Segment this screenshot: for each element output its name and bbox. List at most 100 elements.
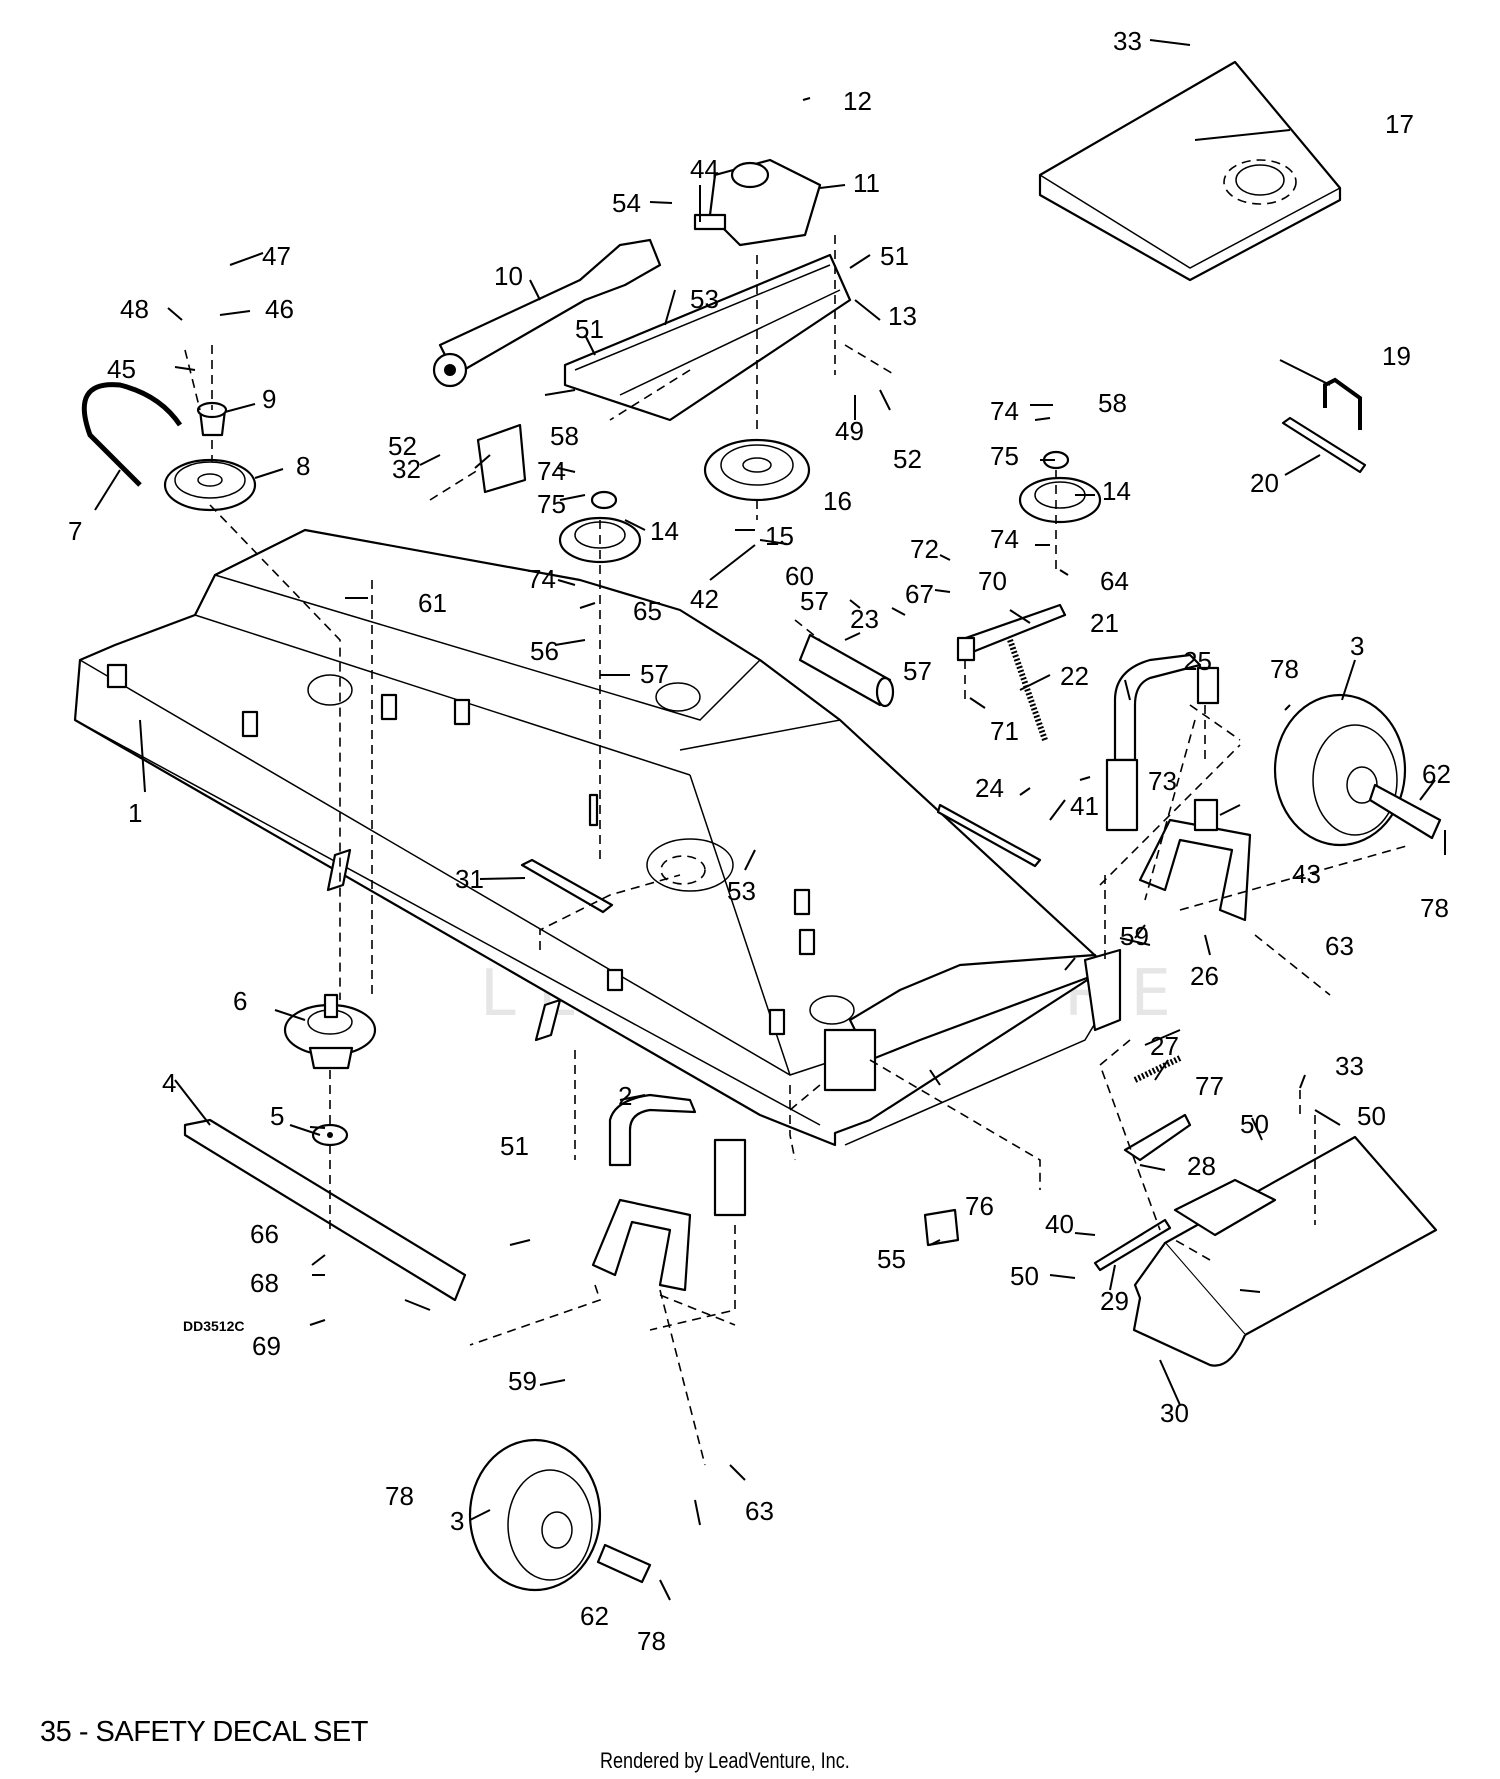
label-6[interactable]: 6 bbox=[233, 986, 247, 1016]
label-76[interactable]: 76 bbox=[965, 1191, 994, 1221]
part-blade-4[interactable] bbox=[183, 1118, 467, 1302]
label-11[interactable]: 11 bbox=[853, 168, 880, 198]
part-caster-arm-25[interactable] bbox=[1105, 653, 1220, 832]
label-48[interactable]: 48 bbox=[120, 294, 149, 324]
label-52[interactable]: 52 bbox=[893, 444, 922, 474]
label-75[interactable]: 75 bbox=[990, 441, 1019, 471]
label-33[interactable]: 33 bbox=[1113, 26, 1142, 56]
label-19[interactable]: 19 bbox=[1382, 341, 1411, 371]
label-57[interactable]: 57 bbox=[903, 656, 932, 686]
label-70[interactable]: 70 bbox=[978, 566, 1007, 596]
part-discharge-chute-30[interactable] bbox=[1132, 1135, 1438, 1367]
label-74[interactable]: 74 bbox=[527, 564, 556, 594]
label-31[interactable]: 31 bbox=[455, 864, 484, 894]
label-43[interactable]: 43 bbox=[1292, 859, 1321, 889]
label-40[interactable]: 40 bbox=[1045, 1209, 1074, 1239]
part-roller-23[interactable] bbox=[798, 633, 895, 708]
label-55[interactable]: 55 bbox=[877, 1244, 906, 1274]
label-9[interactable]: 9 bbox=[262, 384, 276, 414]
label-60[interactable]: 60 bbox=[785, 561, 814, 591]
label-5[interactable]: 5 bbox=[270, 1101, 284, 1131]
label-74[interactable]: 74 bbox=[537, 456, 566, 486]
label-25[interactable]: 25 bbox=[1183, 646, 1212, 676]
label-74[interactable]: 74 bbox=[990, 396, 1019, 426]
label-15[interactable]: 15 bbox=[765, 521, 794, 551]
part-handle-19[interactable] bbox=[1323, 377, 1362, 430]
part-gearbox-11[interactable] bbox=[693, 158, 822, 247]
part-spindle-6[interactable] bbox=[283, 993, 377, 1070]
part-caster-arm-2[interactable] bbox=[608, 1093, 747, 1217]
label-29[interactable]: 29 bbox=[1100, 1286, 1129, 1316]
part-wheel-3-left[interactable] bbox=[468, 1438, 652, 1592]
part-plate-31[interactable] bbox=[520, 858, 614, 914]
part-pulley-16[interactable] bbox=[703, 438, 811, 502]
label-42[interactable]: 42 bbox=[690, 584, 719, 614]
label-64[interactable]: 64 bbox=[1100, 566, 1129, 596]
label-75[interactable]: 75 bbox=[537, 489, 566, 519]
label-59[interactable]: 59 bbox=[1120, 921, 1149, 951]
label-2[interactable]: 2 bbox=[618, 1081, 632, 1111]
label-58[interactable]: 58 bbox=[1098, 388, 1127, 418]
label-54[interactable]: 54 bbox=[612, 188, 641, 218]
part-channel-13[interactable] bbox=[563, 253, 852, 422]
label-33[interactable]: 33 bbox=[1335, 1051, 1364, 1081]
part-rod-24[interactable] bbox=[936, 803, 1042, 868]
label-65[interactable]: 65 bbox=[633, 596, 662, 626]
label-66[interactable]: 66 bbox=[250, 1219, 279, 1249]
label-50[interactable]: 50 bbox=[1357, 1101, 1386, 1131]
label-77[interactable]: 77 bbox=[1195, 1071, 1224, 1101]
label-28[interactable]: 28 bbox=[1187, 1151, 1216, 1181]
label-8[interactable]: 8 bbox=[296, 451, 310, 481]
label-69[interactable]: 69 bbox=[252, 1331, 281, 1361]
part-caster-fork-2[interactable] bbox=[591, 1198, 692, 1292]
label-14[interactable]: 14 bbox=[650, 516, 679, 546]
label-51[interactable]: 51 bbox=[500, 1131, 529, 1161]
label-78[interactable]: 78 bbox=[385, 1481, 414, 1511]
label-23[interactable]: 23 bbox=[850, 604, 879, 634]
label-14[interactable]: 14 bbox=[1102, 476, 1131, 506]
label-26[interactable]: 26 bbox=[1190, 961, 1219, 991]
label-57[interactable]: 57 bbox=[800, 586, 829, 616]
label-58[interactable]: 58 bbox=[550, 421, 579, 451]
part-bracket-32[interactable] bbox=[476, 423, 527, 494]
label-44[interactable]: 44 bbox=[690, 154, 719, 184]
part-deck-shell[interactable] bbox=[73, 528, 1102, 1147]
label-21[interactable]: 21 bbox=[1090, 608, 1119, 638]
label-30[interactable]: 30 bbox=[1160, 1398, 1189, 1428]
label-67[interactable]: 67 bbox=[905, 579, 934, 609]
part-cover-17[interactable] bbox=[1038, 60, 1342, 282]
label-41[interactable]: 41 bbox=[1070, 791, 1099, 821]
part-wheel-3-right[interactable] bbox=[1273, 693, 1442, 847]
label-78[interactable]: 78 bbox=[1420, 893, 1449, 923]
part-caster-fork-26[interactable] bbox=[1138, 798, 1252, 922]
label-12[interactable]: 12 bbox=[843, 86, 872, 116]
label-62[interactable]: 62 bbox=[580, 1601, 609, 1631]
label-17[interactable]: 17 bbox=[1385, 109, 1414, 139]
label-4[interactable]: 4 bbox=[162, 1068, 176, 1098]
label-22[interactable]: 22 bbox=[1060, 661, 1089, 691]
label-62[interactable]: 62 bbox=[1422, 759, 1451, 789]
label-52[interactable]: 52 bbox=[388, 431, 417, 461]
label-47[interactable]: 47 bbox=[262, 241, 291, 271]
label-45[interactable]: 45 bbox=[107, 354, 136, 384]
label-78[interactable]: 78 bbox=[1270, 654, 1299, 684]
part-rod-29[interactable] bbox=[1093, 1218, 1172, 1272]
label-74[interactable]: 74 bbox=[990, 524, 1019, 554]
label-7[interactable]: 7 bbox=[68, 516, 82, 546]
label-13[interactable]: 13 bbox=[888, 301, 917, 331]
label-73[interactable]: 73 bbox=[1148, 766, 1177, 796]
label-32[interactable]: 32 bbox=[392, 454, 421, 484]
label-24[interactable]: 24 bbox=[975, 773, 1004, 803]
label-27[interactable]: 27 bbox=[1150, 1031, 1179, 1061]
label-72[interactable]: 72 bbox=[910, 534, 939, 564]
label-49[interactable]: 49 bbox=[835, 416, 864, 446]
part-chute-bracket-28[interactable] bbox=[1123, 1113, 1277, 1237]
part-arm-21[interactable] bbox=[956, 603, 1067, 662]
part-pulley-8[interactable] bbox=[163, 458, 257, 512]
part-belt-7[interactable] bbox=[81, 382, 183, 487]
part-spring-27[interactable] bbox=[1133, 1055, 1182, 1083]
label-10[interactable]: 10 bbox=[494, 261, 523, 291]
part-idler-pulley-14-right[interactable] bbox=[1018, 450, 1102, 524]
part-driveshaft-10[interactable] bbox=[432, 238, 662, 388]
part-hitch-frame[interactable] bbox=[823, 948, 1122, 1146]
